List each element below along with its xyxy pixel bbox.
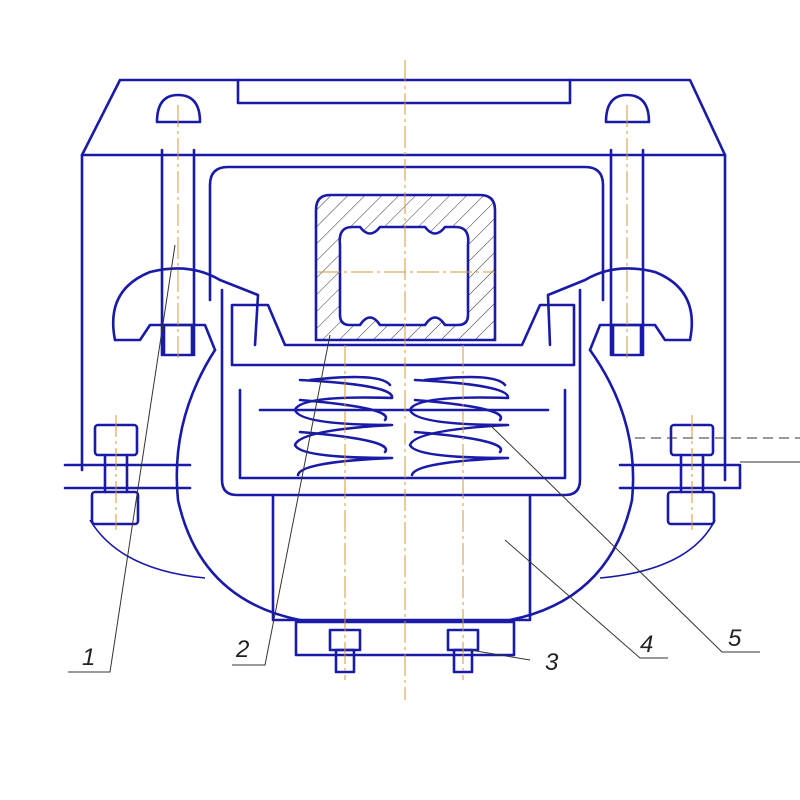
label-5: 5 xyxy=(728,625,742,652)
label-2: 2 xyxy=(235,636,249,663)
leader-lines xyxy=(68,244,760,673)
spring-frame xyxy=(220,288,582,497)
center-lines xyxy=(115,60,693,700)
spring-right xyxy=(408,375,510,477)
mounting-plate xyxy=(63,437,800,490)
body-part-4 xyxy=(271,493,532,657)
label-3: 3 xyxy=(545,649,559,676)
side-bolt-right xyxy=(666,423,716,526)
spring-left xyxy=(293,375,394,477)
label-4: 4 xyxy=(640,631,653,658)
bottom-bolts xyxy=(328,628,480,674)
side-bolt-left xyxy=(90,423,140,526)
housing xyxy=(80,78,727,482)
tube-part-2 xyxy=(314,193,497,342)
label-1: 1 xyxy=(82,644,95,671)
cradle xyxy=(89,267,716,622)
